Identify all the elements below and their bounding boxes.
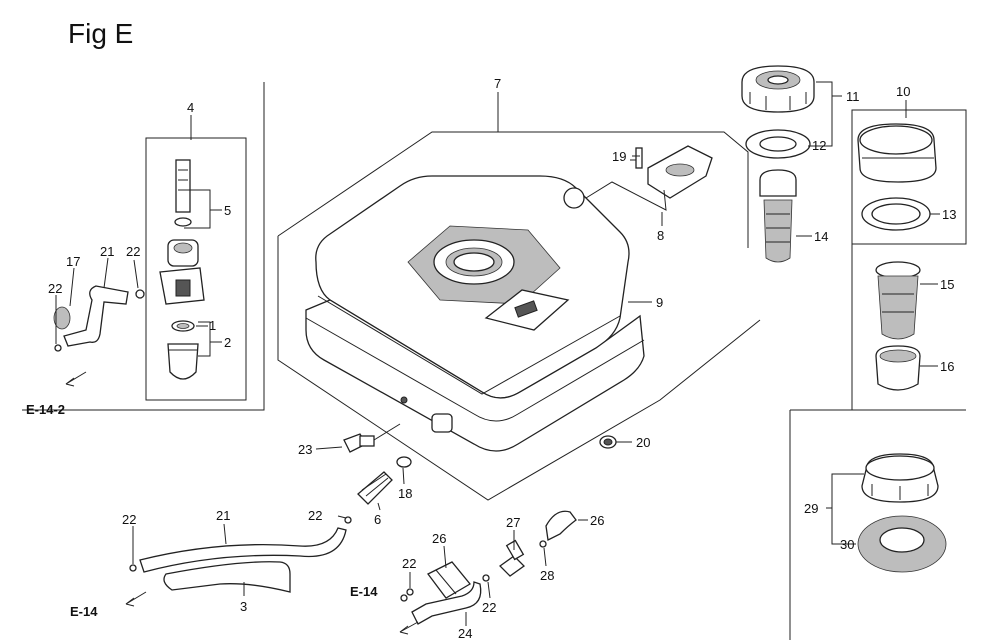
callout-3: 3 [240, 599, 247, 614]
callout-22: 22 [308, 508, 322, 523]
fuel-hose-long[interactable] [125, 515, 352, 607]
large-fuel-cap[interactable] [826, 453, 947, 573]
callout-27: 27 [506, 515, 520, 530]
figure-title: Fig E [68, 18, 134, 49]
fuel-strainer[interactable] [759, 169, 797, 263]
fuel-cap[interactable] [741, 65, 815, 113]
callout-30: 30 [840, 537, 854, 552]
callout-28: 28 [540, 568, 554, 583]
callout-1: 1 [209, 318, 216, 333]
tank-leaders [628, 155, 663, 303]
callout-12: 12 [812, 138, 826, 153]
fuel-valve-assembly[interactable] [159, 159, 205, 380]
callout-21: 21 [216, 508, 230, 523]
fuel-tank[interactable] [305, 175, 645, 452]
callout-22: 22 [482, 600, 496, 615]
callout-9: 9 [656, 295, 663, 310]
cross-references: E-14-2 E-14 E-14 [26, 402, 378, 619]
fuel-gauge[interactable] [563, 145, 713, 211]
callout-2: 2 [224, 335, 231, 350]
callout-4: 4 [187, 100, 194, 115]
callout-17: 17 [66, 254, 80, 269]
fuel-tank-group-frame [277, 92, 761, 501]
callout-11: 11 [846, 89, 860, 104]
callout-5: 5 [224, 203, 231, 218]
right-upper-leaders [789, 81, 967, 640]
callout-19: 19 [612, 149, 626, 164]
left-group-leaders [55, 115, 222, 387]
fuel-valve-group-frame [22, 82, 265, 411]
callout-6: 6 [374, 512, 381, 527]
callout-21: 21 [100, 244, 114, 259]
callout-23: 23 [298, 442, 312, 457]
callout-10: 10 [896, 84, 910, 99]
callout-22: 22 [48, 281, 62, 296]
callout-16: 16 [940, 359, 954, 374]
ref-e14-left: E-14 [70, 604, 98, 619]
callout-8: 8 [657, 228, 664, 243]
fuel-joint[interactable] [357, 456, 412, 511]
drain-plug[interactable] [599, 435, 632, 449]
callout-26: 26 [432, 531, 446, 546]
callout-22: 22 [122, 512, 136, 527]
callout-7: 7 [494, 76, 501, 91]
callout-14: 14 [814, 229, 828, 244]
callout-labels: 4 5 1 2 17 21 22 22 7 19 8 9 23 20 18 6 … [48, 76, 956, 641]
callout-13: 13 [942, 207, 956, 222]
alternate-fuel-cap[interactable] [857, 123, 940, 231]
fuel-hose-left[interactable] [53, 285, 145, 352]
callout-20: 20 [636, 435, 650, 450]
callout-24: 24 [458, 626, 472, 641]
cap-gasket[interactable] [745, 129, 811, 159]
callout-15: 15 [940, 277, 954, 292]
callout-22: 22 [126, 244, 140, 259]
callout-29: 29 [804, 501, 818, 516]
ref-e14-mid: E-14 [350, 584, 378, 599]
callout-22: 22 [402, 556, 416, 571]
callout-26: 26 [590, 513, 604, 528]
callout-18: 18 [398, 486, 412, 501]
ref-e14-2: E-14-2 [26, 402, 65, 417]
drain-bolt[interactable] [315, 423, 401, 453]
alternate-strainer[interactable] [875, 261, 938, 391]
fuel-filter-lines[interactable] [399, 510, 588, 635]
